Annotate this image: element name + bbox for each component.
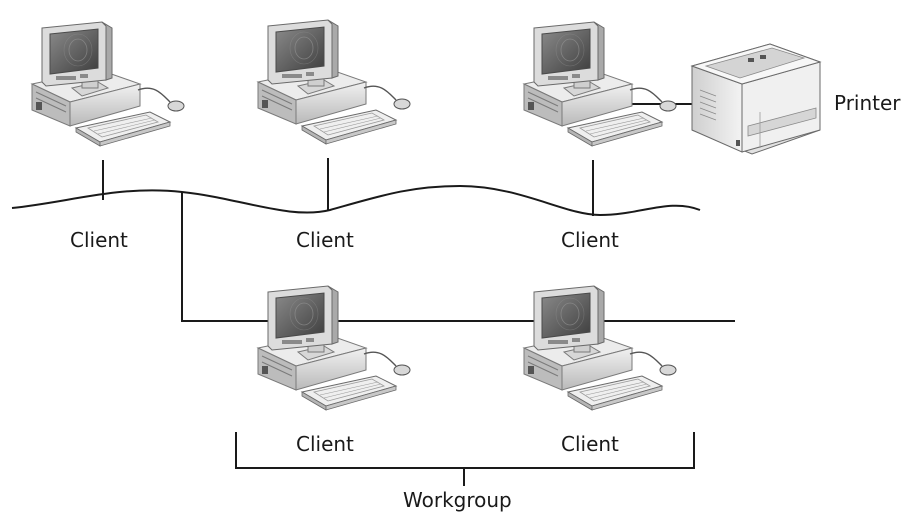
client-label-top-left: Client (70, 228, 128, 252)
client-label-bottom-right: Client (561, 432, 619, 456)
client-label-top-middle: Client (296, 228, 354, 252)
top-network-cable (11, 184, 701, 217)
computer-icon-top-middle (257, 19, 411, 145)
backbone-cable (181, 192, 735, 322)
printer-label: Printer (834, 91, 901, 115)
client-label-bottom-left: Client (296, 432, 354, 456)
computer-icon-bottom-right (523, 285, 677, 411)
computer-icon-top-left (31, 21, 185, 147)
computer-icon-top-right (523, 21, 677, 147)
computer-icon-bottom-left (257, 285, 411, 411)
printer-icon (690, 43, 822, 155)
workgroup-label: Workgroup (403, 488, 512, 512)
client-label-top-right: Client (561, 228, 619, 252)
